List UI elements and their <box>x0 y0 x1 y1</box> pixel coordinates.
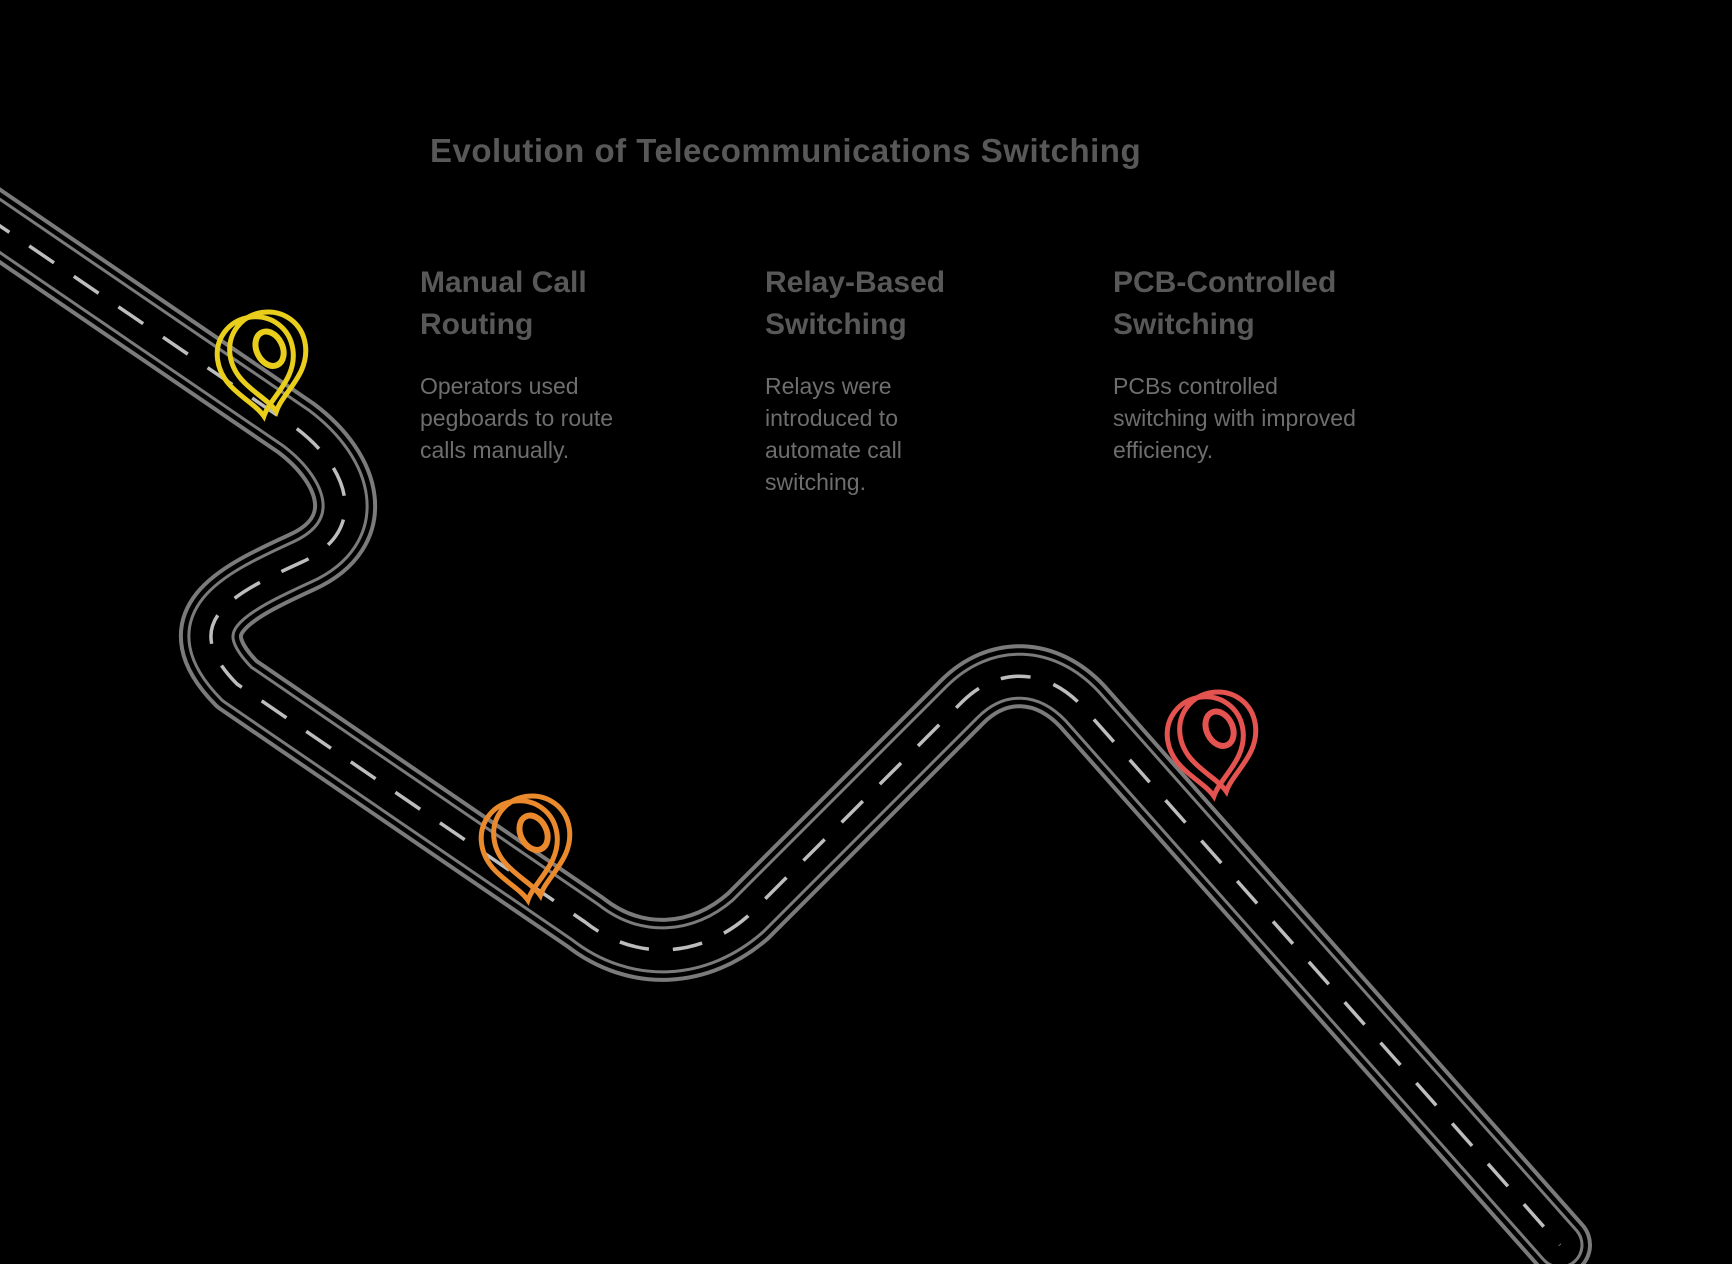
stage-description: Relays were introduced to automate call … <box>765 373 902 495</box>
stage-column-relay-based-switching: Relay-Based Switching Relays were introd… <box>765 262 980 498</box>
road-center-dashes <box>0 223 1562 1247</box>
stage-column-manual-call-routing: Manual Call Routing Operators used pegbo… <box>420 262 660 466</box>
stage-heading: PCB-Controlled Switching <box>1113 266 1337 341</box>
stage-description: Operators used pegboards to route calls … <box>420 373 614 463</box>
stage-description: PCBs controlled switching with improved … <box>1113 373 1356 463</box>
stage-heading: Manual Call Routing <box>420 266 587 341</box>
page-title: Evolution of Telecommunications Switchin… <box>430 132 1142 169</box>
stage-column-pcb-controlled-switching: PCB-Controlled Switching PCBs controlled… <box>1113 262 1363 466</box>
stage-heading: Relay-Based Switching <box>765 266 946 341</box>
